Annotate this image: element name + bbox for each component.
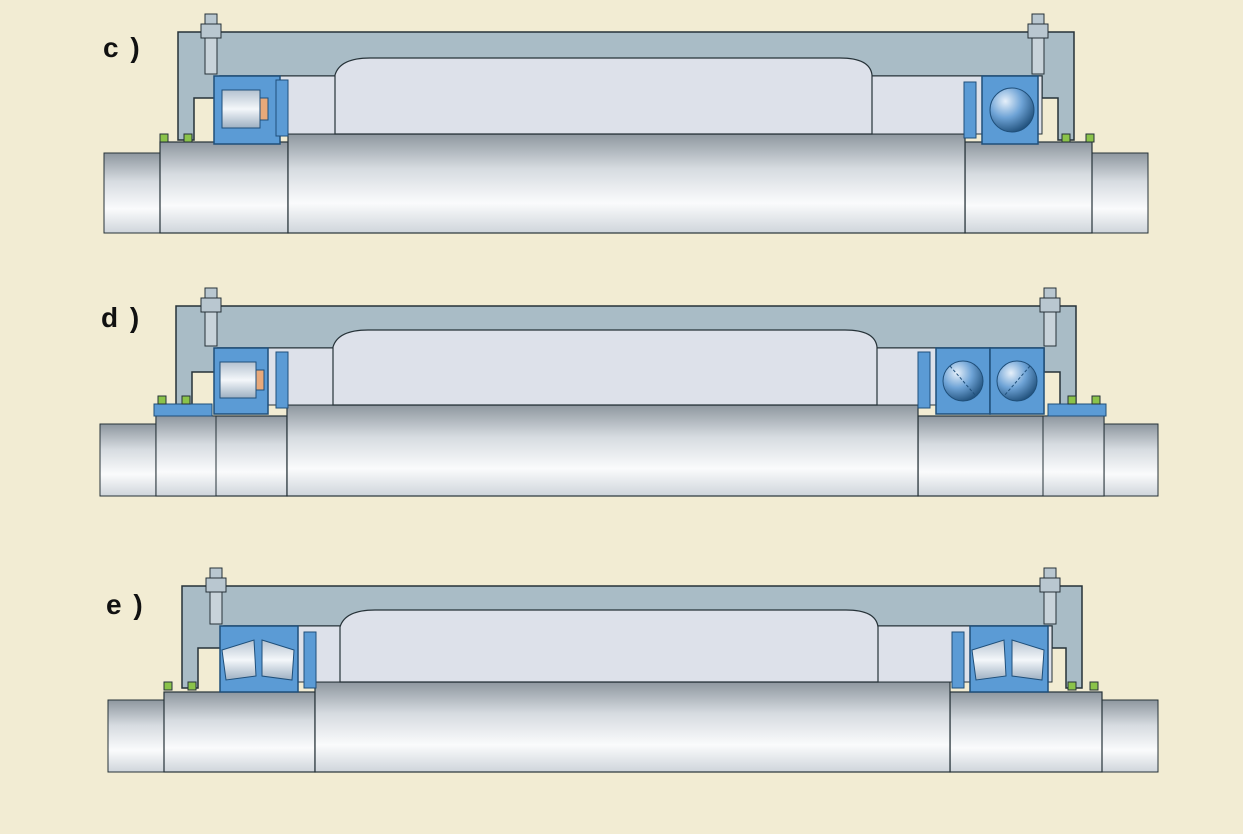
seal-right-inner [1067, 395, 1077, 405]
shaft-journal-right [964, 141, 1093, 234]
housing-recess [332, 329, 878, 406]
panel-label-c: c ) [103, 32, 142, 63]
grease-nipple-right [1039, 567, 1061, 625]
shaft-journal-left [163, 691, 316, 773]
seal-left [157, 395, 167, 405]
seal-right-inner [1061, 133, 1071, 143]
seal-right [1089, 681, 1099, 691]
end-cap-left [153, 403, 213, 417]
panel-label-e: e ) [106, 589, 145, 620]
shaft-body [286, 404, 919, 497]
shaft-spacer-left [155, 415, 217, 497]
housing-recess [339, 609, 879, 683]
shaft-body [314, 681, 951, 773]
seal-left-inner [187, 681, 197, 691]
spherical-roller-bearing-left [219, 625, 317, 693]
paired-angular-contact-ball-bearings-right [917, 347, 1045, 415]
seal-right [1085, 133, 1095, 143]
deep-groove-ball-bearing-right [963, 75, 1039, 145]
end-cap-right [1047, 403, 1107, 417]
seal-left-inner [183, 133, 193, 143]
shaft-spacer-right [1042, 415, 1105, 497]
panel-label-d: d ) [101, 302, 142, 333]
seal-left-inner [181, 395, 191, 405]
seal-left [163, 681, 173, 691]
panel-d [99, 287, 1159, 497]
shaft-journal-right [949, 691, 1103, 773]
grease-nipple-left [200, 13, 222, 75]
grease-nipple-left [200, 287, 222, 347]
spherical-roller-bearing-right [951, 625, 1049, 693]
seal-left [159, 133, 169, 143]
cylindrical-roller-bearing-left [213, 75, 289, 145]
panel-e [107, 567, 1159, 773]
grease-nipple-right [1039, 287, 1061, 347]
seal-right-inner [1067, 681, 1077, 691]
grease-nipple-left [205, 567, 227, 625]
cylindrical-roller-bearing-left [213, 347, 289, 415]
shaft-body [287, 133, 966, 234]
housing-recess [334, 57, 873, 135]
shaft-journal-left [159, 141, 289, 234]
grease-nipple-right [1027, 13, 1049, 75]
seal-right [1091, 395, 1101, 405]
panel-c [103, 13, 1149, 234]
